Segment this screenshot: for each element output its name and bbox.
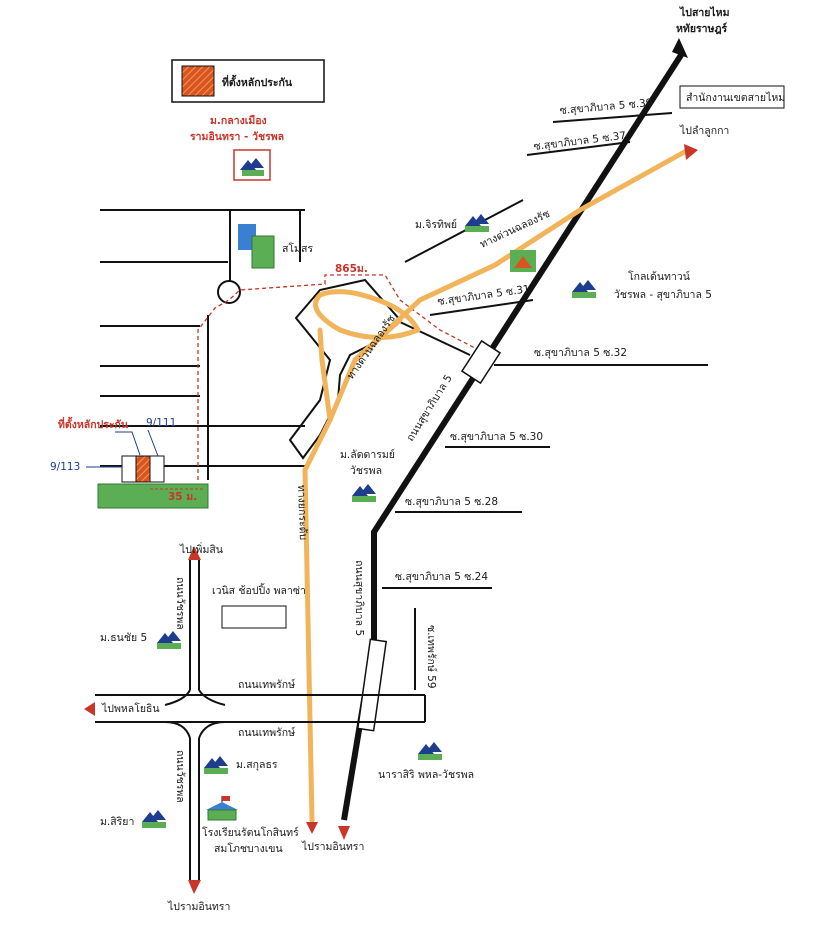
project-name: ม.กลางเมือง — [210, 114, 267, 127]
label-watcharaphon-2: ถนนวัชรพล — [174, 750, 186, 803]
label-soi39: ซ.สุขาภิบาล 5 ซ.39 — [559, 97, 653, 117]
thep-rak-road — [95, 694, 426, 723]
house-icon-thanachai — [157, 631, 181, 649]
house-icon-laddarom — [352, 484, 376, 502]
label-watcharaphon-1: ถนนวัชรพล — [174, 577, 186, 630]
label-thep-1: ถนนเทพรักษ์ — [238, 678, 295, 691]
house-9-113 — [121, 455, 137, 483]
house-icon-sakunthon — [204, 756, 228, 774]
expressway-gate-icon — [510, 250, 536, 272]
location-label: ที่ตั้งหลักประกัน — [58, 416, 129, 431]
label-ram-intra-1: ไปรามอินทรา — [301, 840, 364, 853]
label-soi37: ซ.สุขาภิบาล 5 ซ.37 — [533, 130, 627, 153]
label-school-2: สมโภชบางเขน — [214, 842, 283, 855]
label-sukhaphiban-2: ถนนสุขาภิบาล 5 — [353, 560, 365, 636]
label-naratri: นาราสิริ พหล-วัชรพล — [378, 769, 474, 781]
label-thanachai: ม.ธนชัย 5 — [100, 632, 147, 644]
house-icon-naratri — [418, 742, 442, 760]
expressway-outline — [288, 278, 402, 460]
label-sukhaphiban-1: ถนนสุขาภิบาล 5 — [404, 373, 455, 444]
lam-luk-ka-arrow — [684, 144, 698, 160]
label-phum-sin: ไปเพิ่มสิน — [179, 542, 223, 556]
label-school-1: โรงเรียนรัตนโกสินทร์ — [202, 826, 299, 839]
route-dashed — [197, 274, 476, 480]
soi-roads — [382, 112, 708, 690]
school-icon — [206, 796, 238, 821]
house-icon-golden — [572, 280, 596, 298]
district-office-box — [679, 85, 785, 109]
label-lam-luk-ka: ไปลำลูกกา — [679, 124, 729, 137]
label-sai-mai: ไปสายไหม — [679, 6, 730, 19]
legend-swatch — [181, 65, 215, 97]
house-9-113-label: 9/113 — [50, 461, 80, 473]
label-sakunthon: ม.สกุลธร — [236, 759, 278, 771]
label-soi32: ซ.สุขาภิบาล 5 ซ.32 — [534, 347, 627, 359]
label-thep-59: ซ.เทพรักษ์ 59 — [425, 625, 438, 689]
label-thep-2: ถนนเทพรักษ์ — [238, 726, 295, 739]
expressway — [302, 147, 691, 823]
venice-plaza — [221, 605, 287, 629]
label-golden-1: โกลเด้นทาวน์ — [628, 270, 690, 283]
project-sub: รามอินทรา - วัชรพล — [190, 131, 284, 143]
label-laddarom-1: ม.ลัดดารมย์ — [340, 448, 395, 461]
club-buildings — [238, 224, 275, 269]
club-label: สโมสร — [282, 242, 313, 255]
house-icon — [233, 149, 271, 181]
label-phahon: ไปพหลโยธิน — [101, 702, 160, 715]
label-soi24: ซ.สุขาภิบาล 5 ซ.24 — [395, 571, 488, 583]
house-icon-jirathip — [465, 214, 489, 232]
distance-865: 865ม. — [335, 263, 368, 275]
label-laddarom-2: วัชรพล — [350, 465, 382, 477]
label-golden-2: วัชรพล - สุขาภิบาล 5 — [614, 289, 712, 301]
label-district-office: สำนักงานเขตสายไหม — [686, 91, 785, 104]
legend-label: ที่ตั้งหลักประกัน — [222, 74, 293, 89]
legend-box: ที่ตั้งหลักประกัน — [171, 59, 325, 103]
label-sirisa: ม.สิริยา — [100, 816, 134, 828]
label-hathai: หทัยราษฎร์ — [676, 22, 728, 35]
distance-35: 35 ม. — [168, 491, 197, 503]
label-expressway-3: ทางยกระดับ — [295, 485, 309, 541]
phum-sin-arrow — [188, 546, 201, 560]
phahon-arrow — [84, 702, 95, 716]
location-green — [97, 483, 209, 509]
ram-intra-arrow-1 — [306, 822, 318, 834]
location-pointer — [115, 431, 141, 456]
house-icon-sirisa — [142, 810, 166, 828]
label-ram-intra-2: ไปรามอินทรา — [167, 900, 230, 913]
house-9-111 — [149, 455, 165, 483]
label-jirathip: ม.จิรทิพย์ — [415, 218, 457, 231]
label-soi28: ซ.สุขาภิบาล 5 ซ.28 — [405, 496, 498, 508]
location-plot — [135, 455, 151, 483]
house-9-111-pointer — [147, 429, 159, 457]
label-soi30: ซ.สุขาภิบาล 5 ซ.30 — [450, 431, 543, 443]
label-venice: เวนิส ช้อปปิ้ง พลาซ่า — [212, 583, 306, 597]
house-9-111-label: 9/111 — [146, 417, 176, 429]
watcharaphon-road — [164, 560, 226, 880]
label-expressway-1: ทางด่วนฉลองรัช — [478, 208, 552, 251]
ram-intra-arrow-2 — [188, 880, 201, 894]
sukhaphiban5-road — [338, 38, 688, 840]
label-expressway-2: ทางด่วนฉลองรัช — [345, 313, 398, 382]
